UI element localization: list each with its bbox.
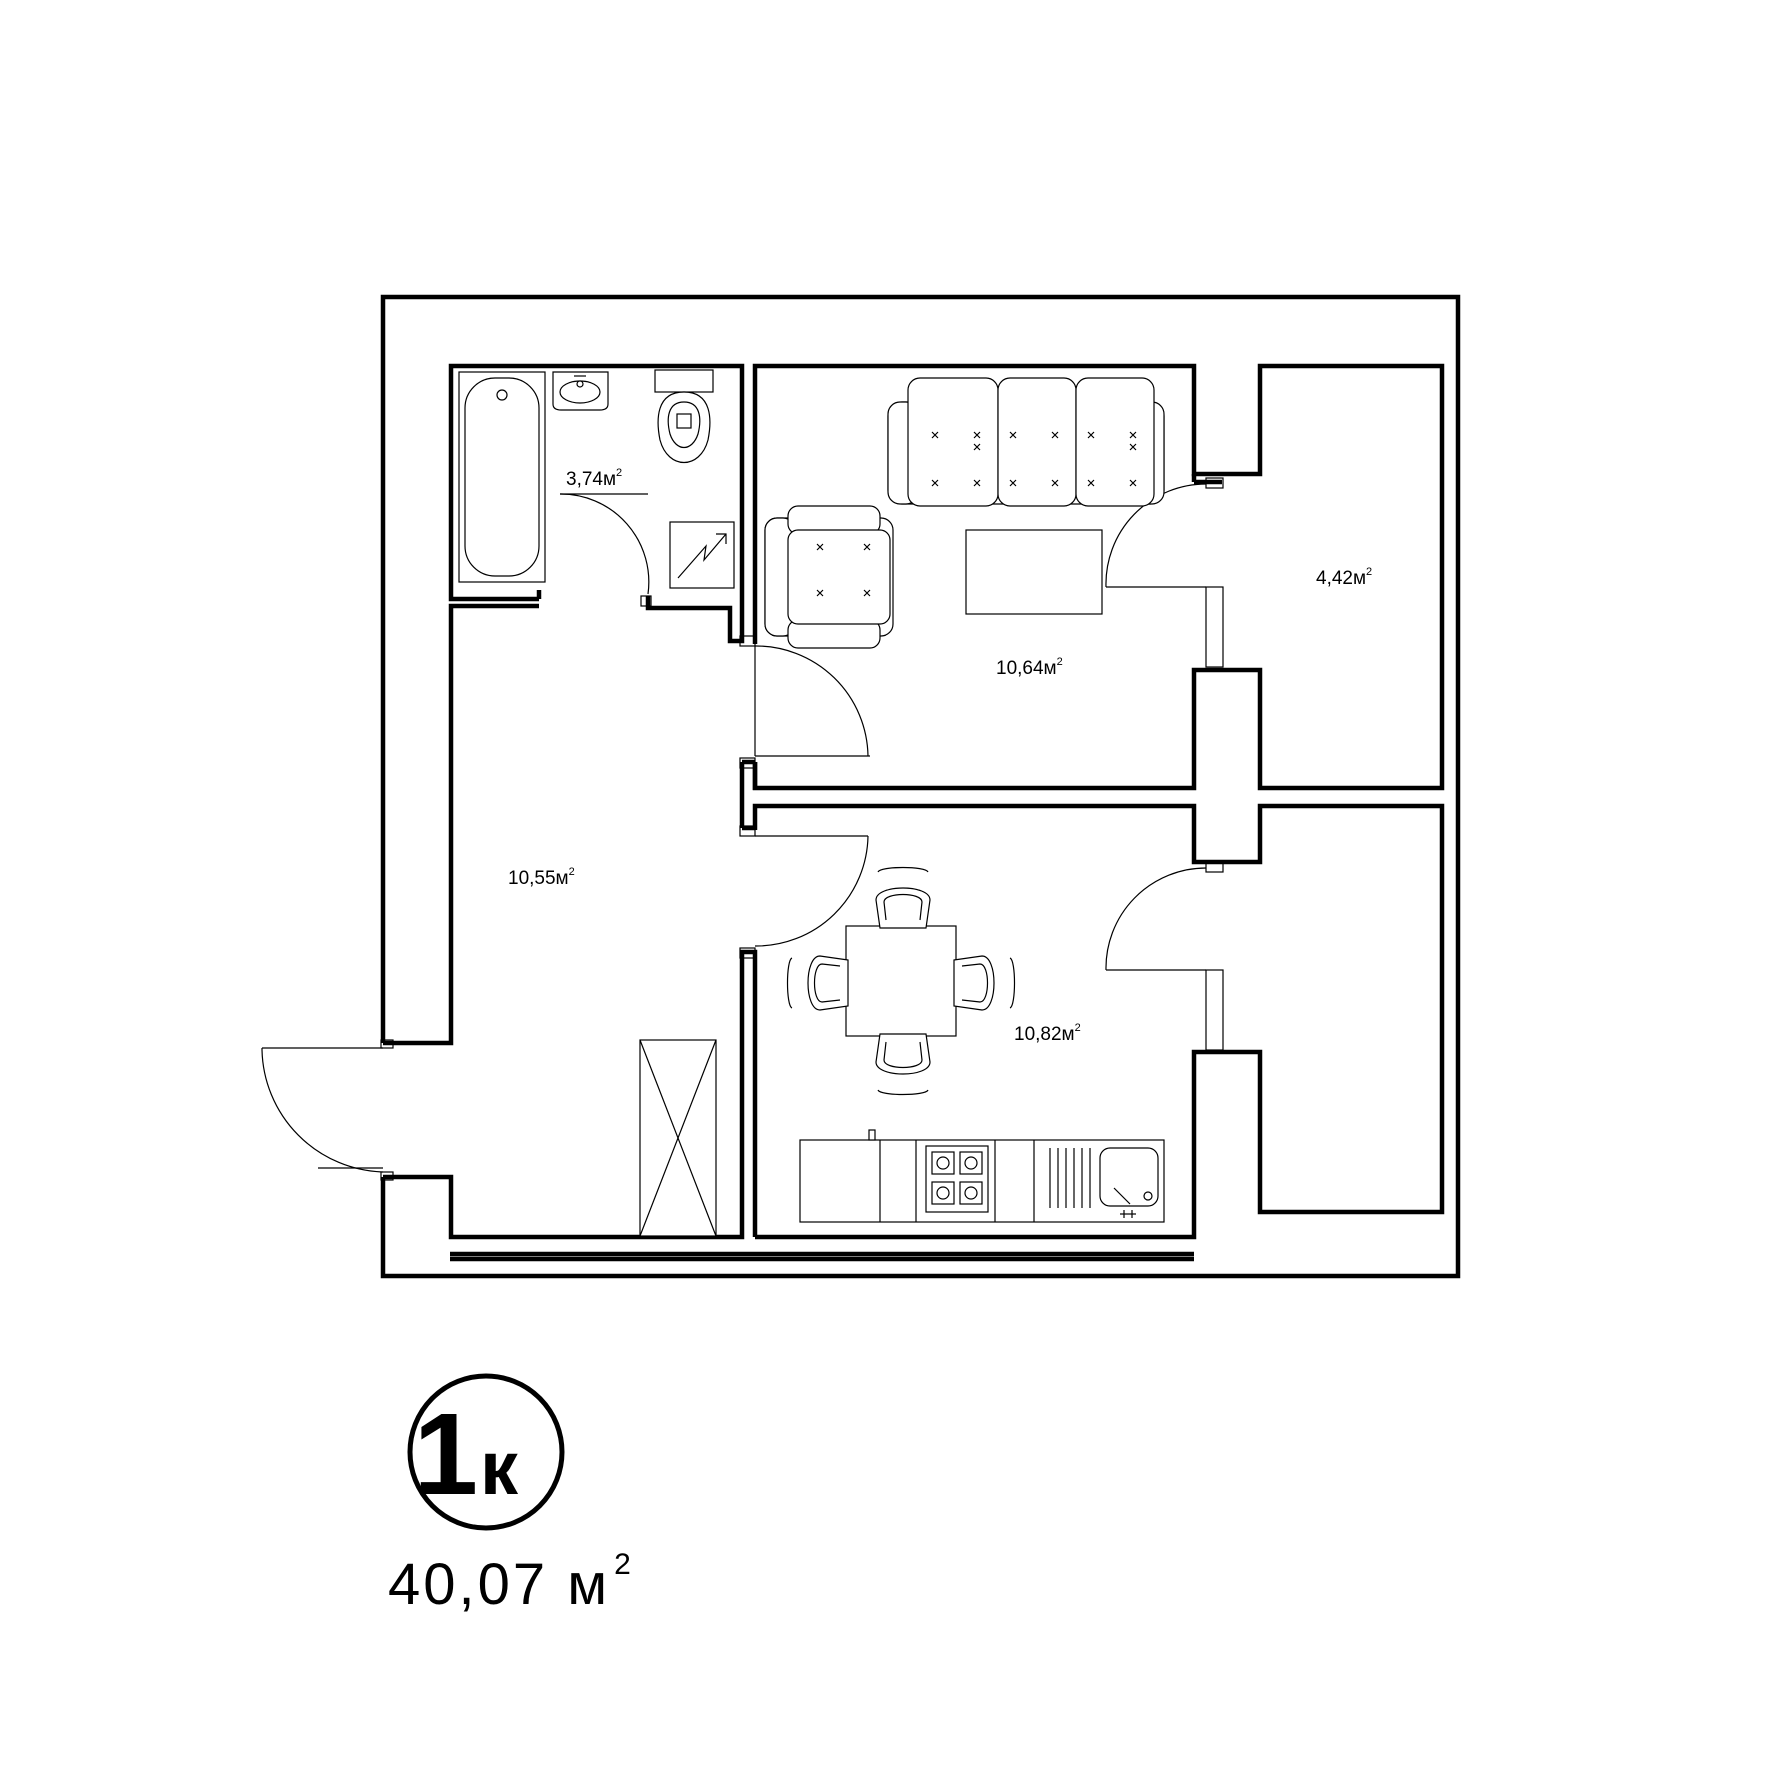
total-area-power: 2 [614, 1548, 634, 1581]
room-count-badge: 1 к [407, 1373, 565, 1531]
water-heater-icon [669, 521, 735, 589]
coffee-table-icon [965, 529, 1103, 615]
doors [261, 483, 1207, 1173]
sofa-cushion-marks [931, 431, 1137, 487]
total-area-unit: м [567, 1552, 611, 1617]
badge-letter: к [480, 1426, 519, 1511]
badge-number: 1 [413, 1389, 478, 1519]
chair-top-icon [875, 866, 931, 929]
room-area-hall: 10,55м2 [508, 866, 575, 889]
armchair-icon [764, 505, 894, 649]
living-walls [752, 363, 1445, 791]
sink-icon [552, 371, 609, 411]
room-area-kitchen: 10,82м2 [1014, 1022, 1081, 1045]
dining-table-icon [845, 925, 957, 1037]
room-area-bathroom: 3,74м2 [566, 467, 622, 490]
sofa-icon [887, 377, 1165, 507]
bathroom-walls [448, 363, 745, 644]
wardrobe-icon [639, 1039, 717, 1237]
chair-bottom-icon [875, 1033, 931, 1096]
room-area-loggia: 4,42м2 [1316, 566, 1372, 589]
chair-right-icon [953, 955, 1016, 1011]
toilet-icon [654, 369, 714, 464]
room-area-living: 10,64м2 [996, 656, 1063, 679]
kitchen-walls [752, 803, 1445, 1240]
total-area-value: 40,07 [388, 1552, 549, 1617]
stove-icon [925, 1145, 989, 1213]
sink-drainer-icon [1049, 1147, 1159, 1218]
jambs [380, 477, 1224, 1181]
chair-left-icon [786, 955, 849, 1011]
bathtub-icon [458, 371, 546, 583]
outer-walls [380, 294, 1461, 1279]
